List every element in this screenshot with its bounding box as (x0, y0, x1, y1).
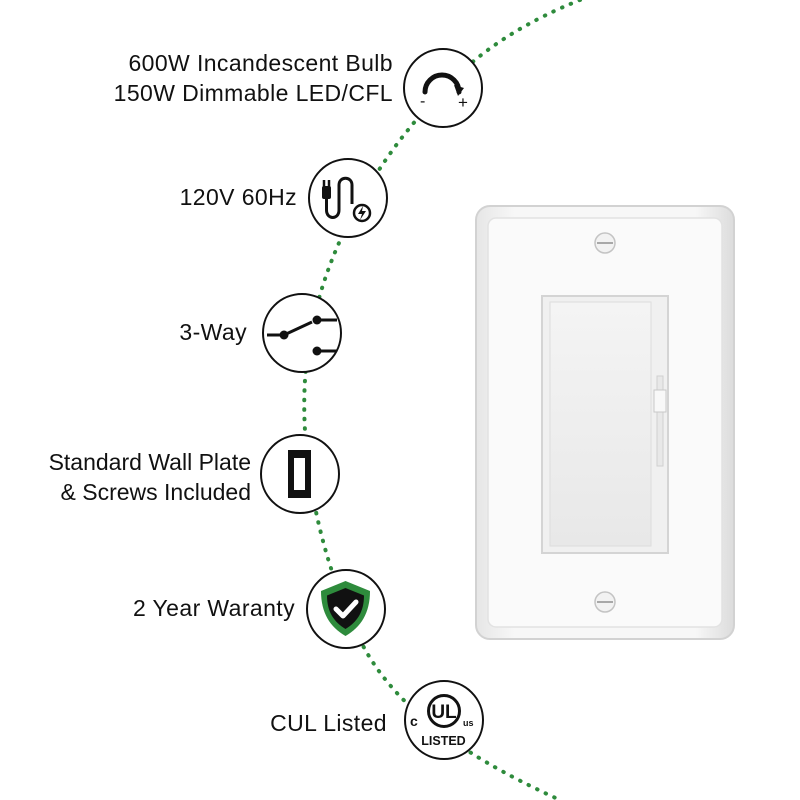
feature-text-warranty: 2 Year Waranty (132, 595, 295, 621)
ul-listed-icon: c UL us LISTED (404, 680, 484, 760)
dimmer-switch-product (475, 205, 735, 640)
ul-c-mark: c (410, 713, 418, 729)
ul-us-mark: us (463, 718, 474, 728)
feature-text-wall-plate: Standard Wall Plate & Screws Included (48, 449, 251, 505)
dimmer-slider-track (656, 375, 664, 467)
rocker-switch (549, 301, 652, 547)
dial-plus-label: + (458, 93, 468, 112)
wall-plate-icon (260, 434, 340, 514)
ul-mark: UL (431, 702, 457, 723)
three-way-switch-icon (262, 293, 342, 373)
power-plug-icon (308, 158, 388, 238)
feature-text-wattage: 600W Incandescent Bulb 150W Dimmable LED… (113, 50, 393, 106)
dimmer-dial-icon: - + (403, 48, 483, 128)
dimmer-slider-knob (653, 389, 667, 413)
feature-text-voltage: 120V 60Hz (179, 184, 297, 210)
dial-minus-label: - (420, 93, 425, 110)
feature-text-cul: CUL Listed (270, 710, 387, 736)
feature-text-3-way: 3-Way (179, 319, 247, 345)
ul-listed-label: LISTED (421, 734, 465, 748)
shield-check-icon (306, 569, 386, 649)
